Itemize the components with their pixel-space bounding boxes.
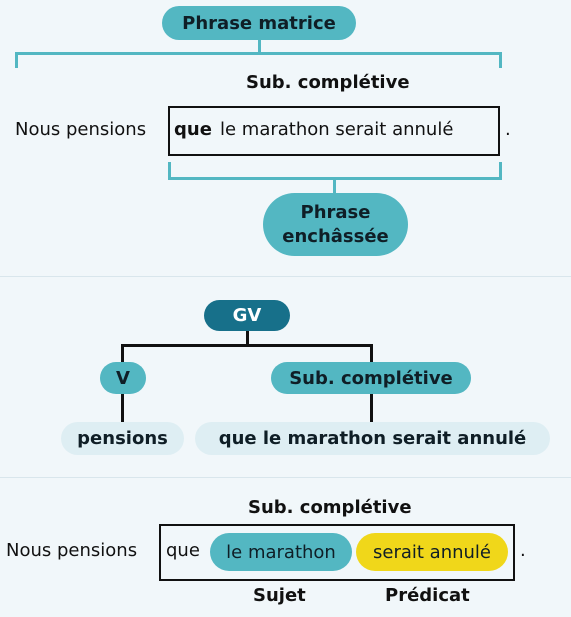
tree-branch-bar <box>121 344 373 347</box>
bottom-bracket-right <box>499 162 502 180</box>
completive-box-3 <box>159 524 515 581</box>
subject-pill: le marathon <box>210 533 352 571</box>
top-bracket-left <box>15 52 18 68</box>
completive-leaf: que le marathon serait annulé <box>195 422 550 455</box>
top-bracket-right <box>499 52 502 68</box>
phrase-enchassee-line1: Phrase <box>300 201 371 223</box>
sentence-start-3: Nous pensions <box>6 540 138 561</box>
sub-completive-label-1: Sub. complétive <box>246 72 410 93</box>
tree-right-stem <box>370 344 373 364</box>
subject-pill-text: le marathon <box>226 541 336 563</box>
top-bracket-bar <box>15 52 502 55</box>
tree-left-leaf-stem <box>121 392 124 424</box>
sub-completive-node: Sub. complétive <box>271 362 471 394</box>
phrase-matrice-pill: Phrase matrice <box>162 6 356 40</box>
word-que-1: que <box>174 119 212 140</box>
v-node: V <box>100 362 146 394</box>
period-1: . <box>505 119 511 140</box>
gv-node: GV <box>204 300 290 331</box>
pensions-leaf-label: pensions <box>77 428 168 449</box>
tree-right-leaf-stem <box>370 392 373 424</box>
v-node-label: V <box>116 367 130 389</box>
phrase-enchassee-pill: Phrase enchâssée <box>263 193 408 256</box>
word-que-3: que <box>166 540 200 561</box>
completive-box-1 <box>168 106 500 156</box>
bottom-bracket-stem <box>333 177 336 195</box>
separator-1 <box>0 276 571 277</box>
predicate-pill-text: serait annulé <box>373 541 491 563</box>
predicat-label: Prédicat <box>385 585 470 606</box>
sub-completive-label-3: Sub. complétive <box>248 497 412 518</box>
tree-left-stem <box>121 344 124 364</box>
sentence-rest-1: le marathon serait annulé <box>220 119 454 140</box>
phrase-matrice-label: Phrase matrice <box>182 12 336 34</box>
tree-root-stem <box>246 330 249 346</box>
phrase-enchassee-line2: enchâssée <box>282 225 389 247</box>
separator-2 <box>0 477 571 478</box>
gv-node-label: GV <box>232 305 262 326</box>
sujet-label: Sujet <box>253 585 306 606</box>
completive-leaf-label: que le marathon serait annulé <box>218 428 527 449</box>
sentence-start-1: Nous pensions <box>15 119 147 140</box>
period-3: . <box>520 540 526 561</box>
sub-completive-node-label: Sub. complétive <box>289 367 453 389</box>
pensions-leaf: pensions <box>61 422 184 455</box>
top-bracket-stem <box>258 40 261 54</box>
predicate-pill: serait annulé <box>356 533 508 571</box>
bottom-bracket-left <box>168 162 171 180</box>
